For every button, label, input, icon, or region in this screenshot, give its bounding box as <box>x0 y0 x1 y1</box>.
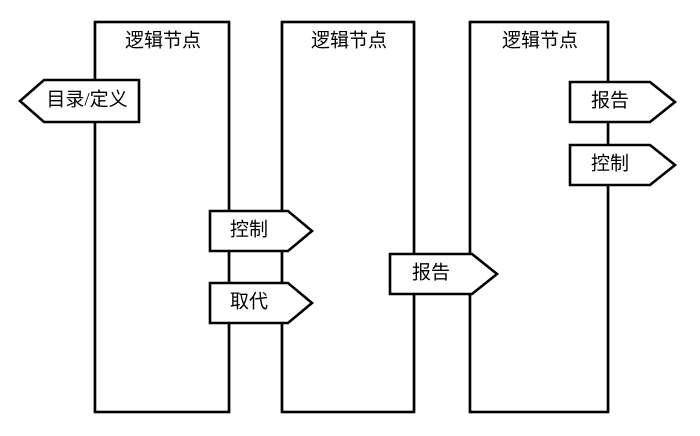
message-label: 取代 <box>230 290 268 312</box>
message-msg-report-right[interactable]: 报告 <box>568 80 678 124</box>
message-arrow-shape[interactable] <box>18 78 141 124</box>
message-label: 目录/定义 <box>46 88 127 110</box>
message-msg-catalog-definition[interactable]: 目录/定义 <box>18 78 141 124</box>
logical-node-2: 逻辑节点 <box>280 20 416 414</box>
logical-node-3: 逻辑节点 <box>468 20 610 414</box>
logical-node-label: 逻辑节点 <box>125 29 201 51</box>
message-msg-report-middle[interactable]: 报告 <box>388 252 500 296</box>
logical-node-box <box>468 20 610 414</box>
message-arrow-shape[interactable] <box>388 252 500 296</box>
message-label: 控制 <box>230 218 268 240</box>
message-label: 报告 <box>412 261 450 283</box>
message-label: 控制 <box>591 152 629 174</box>
node-boxes-layer: 逻辑节点 逻辑节点 逻辑节点 <box>93 20 610 414</box>
message-arrow-shape[interactable] <box>568 80 678 124</box>
logical-node-label: 逻辑节点 <box>502 29 578 51</box>
message-msg-replace[interactable]: 取代 <box>208 281 315 325</box>
logical-node-label: 逻辑节点 <box>311 29 387 51</box>
message-msg-control-1[interactable]: 控制 <box>208 209 315 253</box>
message-arrow-shape[interactable] <box>208 209 315 253</box>
message-label: 报告 <box>591 89 629 111</box>
message-arrow-shape[interactable] <box>208 281 315 325</box>
message-msg-control-2[interactable]: 控制 <box>568 143 678 187</box>
logical-node-box <box>280 20 416 414</box>
message-arrow-shape[interactable] <box>568 143 678 187</box>
